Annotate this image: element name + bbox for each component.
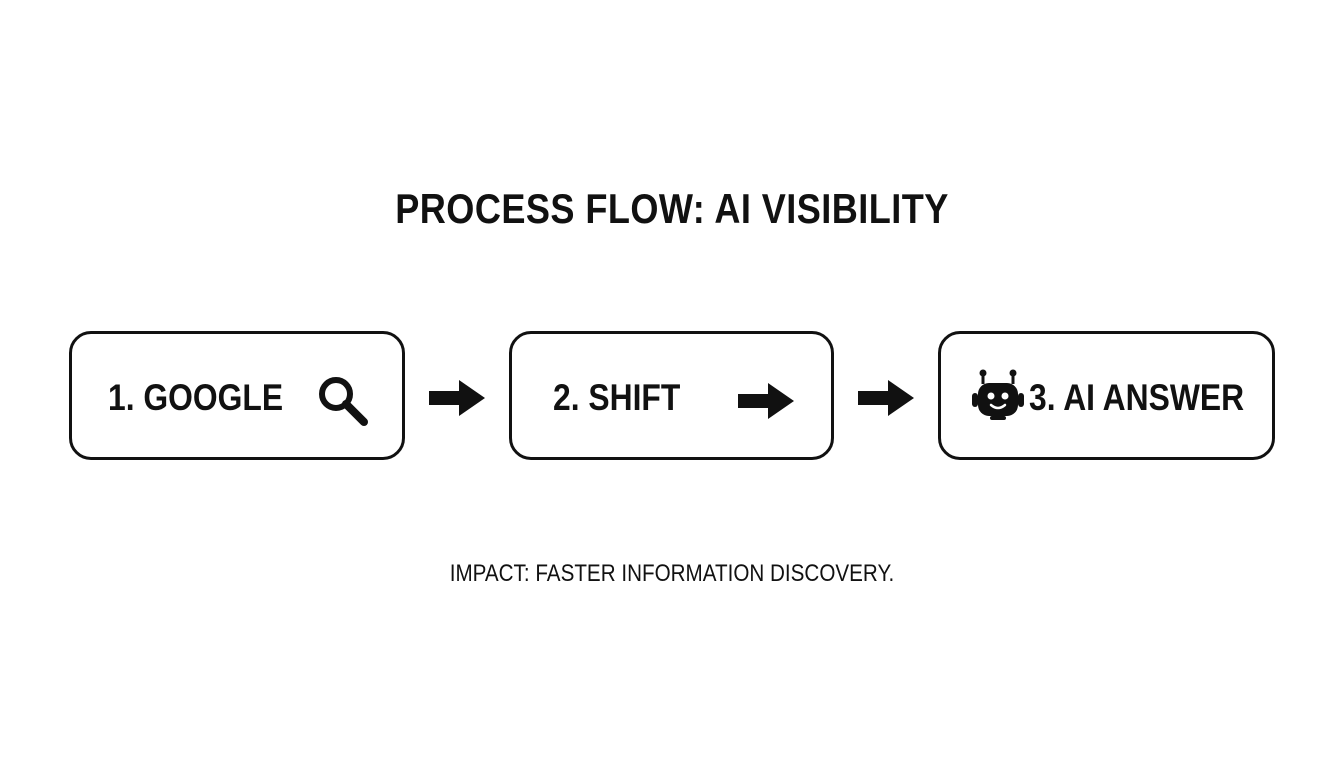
arrow-right-icon — [429, 380, 485, 416]
step-shift: 2. SHIFT — [509, 331, 834, 460]
diagram-title: PROCESS FLOW: AI VISIBILITY — [395, 185, 949, 232]
step-google: 1. GOOGLE — [69, 331, 405, 460]
step-label-shift: 2. SHIFT — [553, 377, 681, 418]
arrow-right-icon — [738, 383, 794, 419]
step-label-ai-answer: 3. AI ANSWER — [1029, 377, 1245, 418]
search-icon — [319, 377, 368, 426]
robot-icon — [972, 369, 1024, 420]
step-label-google: 1. GOOGLE — [108, 377, 284, 418]
arrow-right-icon — [858, 380, 914, 416]
impact-statement: IMPACT: FASTER INFORMATION DISCOVERY. — [449, 560, 895, 587]
step-ai-answer: 3. AI ANSWER — [938, 331, 1275, 460]
